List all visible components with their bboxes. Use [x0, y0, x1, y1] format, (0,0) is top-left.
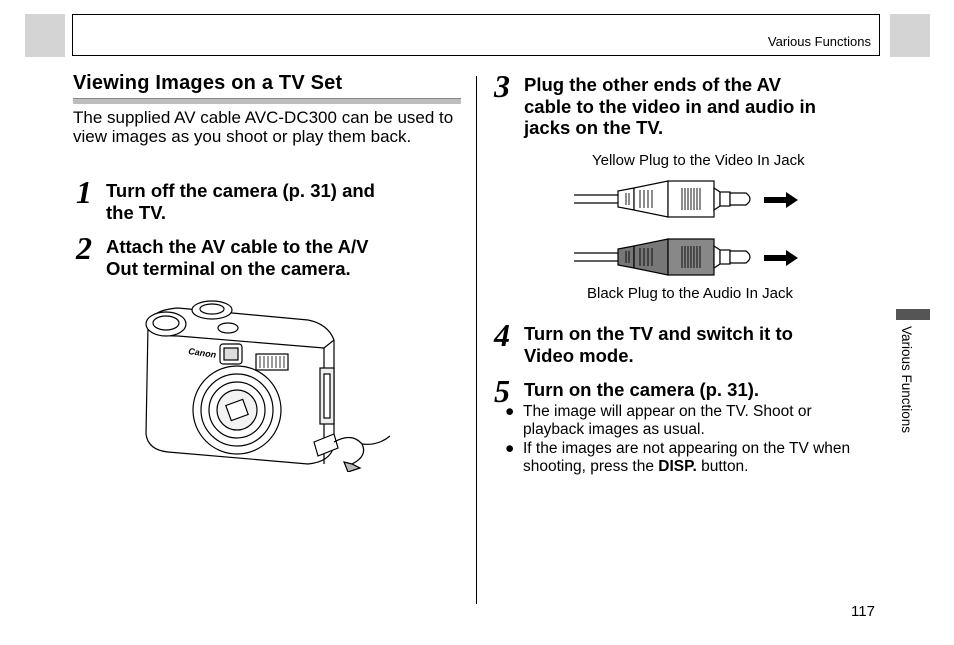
step-number: 2 [76, 230, 92, 266]
step-number: 1 [76, 174, 92, 210]
corner-block-left [25, 14, 65, 57]
step-line: Turn off the camera (p. 31) and [106, 180, 375, 201]
bullet-text: The image will appear on the TV. Shoot o… [523, 403, 812, 438]
step-text: Plug the other ends of the AV cable to t… [524, 74, 904, 139]
av-plugs-illustration [574, 180, 798, 276]
step-line: jacks on the TV. [524, 117, 664, 138]
page-number: 117 [851, 603, 875, 620]
step-text: Turn on the TV and switch it to Video mo… [524, 323, 904, 366]
step-number: 3 [494, 68, 510, 104]
bullet-text-pre: If the images are not appearing on the T… [523, 440, 851, 475]
step-number: 4 [494, 317, 510, 353]
step-line: Turn on the camera (p. 31). [524, 379, 760, 400]
step-line: cable to the video in and audio in [524, 95, 816, 117]
black-plug-caption: Black Plug to the Audio In Jack [587, 285, 793, 302]
step-line: Out terminal on the camera. [106, 257, 351, 279]
bullet-text: If the images are not appearing on the T… [523, 440, 863, 475]
bullet-text-post: button. [696, 457, 749, 475]
camera-brand-text: Canon [188, 346, 218, 360]
step-number: 5 [494, 373, 510, 409]
step-line: Turn on the TV and switch it to [524, 323, 793, 344]
bullet-dot-icon: ● [505, 440, 515, 457]
bullet-dot-icon: ● [505, 403, 515, 420]
yellow-plug-caption: Yellow Plug to the Video In Jack [592, 152, 805, 169]
step-text: Attach the AV cable to the A/V Out termi… [106, 236, 466, 279]
step-line: Attach the AV cable to the A/V [106, 236, 369, 257]
side-section-label: Various Functions [899, 326, 914, 434]
intro-paragraph: The supplied AV cable AVC-DC300 can be u… [73, 108, 454, 146]
disp-button-label: DISP. [658, 457, 697, 475]
section-title: Viewing Images on a TV Set [73, 72, 343, 94]
step-line: the TV. [106, 201, 166, 223]
title-rule [73, 98, 461, 104]
corner-block-right [890, 14, 930, 57]
step-text: Turn off the camera (p. 31) and the TV. [106, 180, 466, 223]
column-divider [476, 76, 477, 604]
header-box: Various Functions [72, 14, 880, 56]
step-line: Video mode. [524, 344, 634, 366]
side-tab-marker [896, 309, 930, 320]
header-title: Various Functions [767, 34, 871, 49]
step-text: Turn on the camera (p. 31). [524, 379, 904, 401]
camera-illustration: Canon [145, 300, 391, 472]
step-line: Plug the other ends of the AV [524, 74, 781, 95]
